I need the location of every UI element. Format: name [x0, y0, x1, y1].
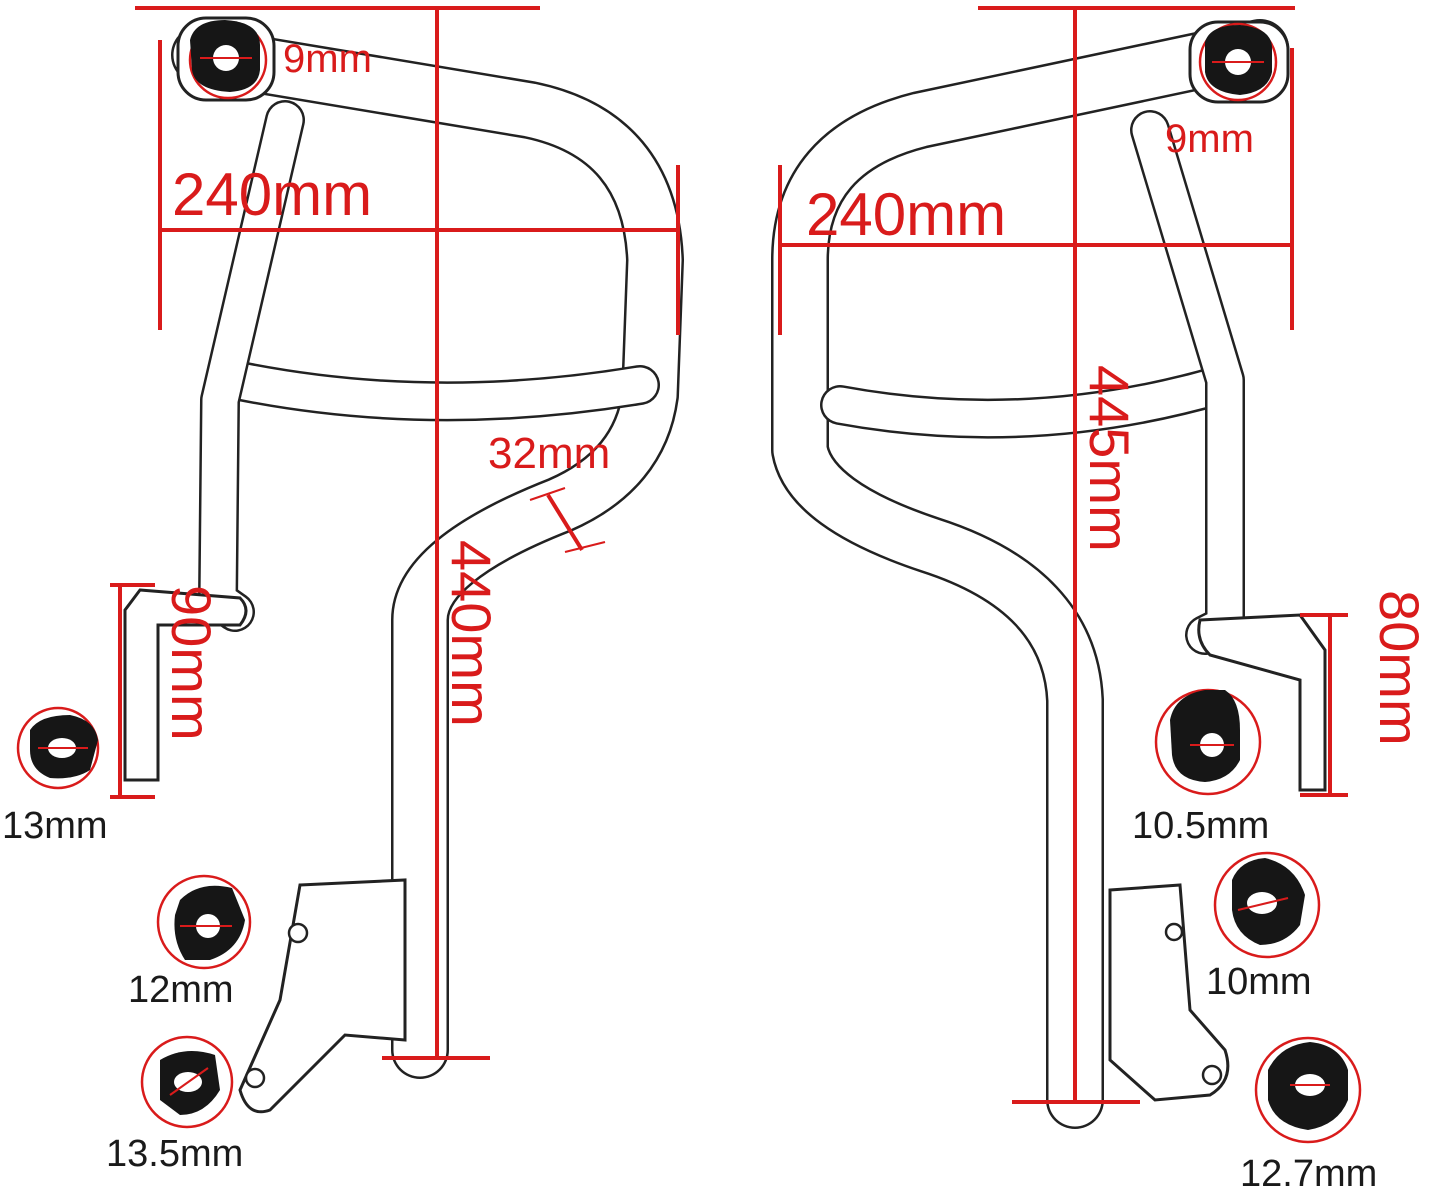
right-top-hole-ring	[1198, 22, 1278, 102]
right-width-label: 240mm	[806, 181, 1006, 248]
right-hole-c-label: 12.7mm	[1240, 1153, 1377, 1195]
left-dimensions	[110, 6, 680, 1060]
right-mount-bracket	[1197, 613, 1327, 792]
left-tube-label: 32mm	[488, 429, 610, 478]
left-mount-height-label: 90mm	[160, 585, 223, 741]
right-top-hole-label: 9mm	[1165, 117, 1254, 161]
left-hole-c-label: 13.5mm	[106, 1133, 243, 1175]
left-washer-13.5mm	[140, 1035, 234, 1129]
right-hole-b-label: 10mm	[1206, 961, 1312, 1003]
right-height-label: 445mm	[1078, 365, 1141, 552]
left-hole-a-label: 13mm	[2, 805, 108, 847]
left-bottom-plate	[238, 878, 407, 1114]
right-hole-a-label: 10.5mm	[1132, 805, 1269, 847]
right-mount-height-label: 80mm	[1368, 590, 1431, 746]
left-top-hole-label: 9mm	[283, 37, 372, 81]
left-hole-b-label: 12mm	[128, 969, 234, 1011]
left-width-label: 240mm	[172, 161, 372, 228]
left-crash-bar	[123, 16, 684, 1114]
right-crash-bar	[771, 19, 1327, 1129]
right-washer-10.5mm	[1154, 688, 1262, 796]
right-washer-12.7mm	[1254, 1036, 1362, 1144]
left-washer-12mm	[156, 874, 252, 970]
right-dimensions	[778, 6, 1348, 1104]
left-mount-bracket	[123, 588, 248, 782]
left-washer-13mm	[16, 706, 100, 790]
right-bottom-plate	[1108, 883, 1230, 1102]
right-washer-10mm	[1213, 851, 1321, 959]
left-height-label: 440mm	[440, 540, 503, 727]
